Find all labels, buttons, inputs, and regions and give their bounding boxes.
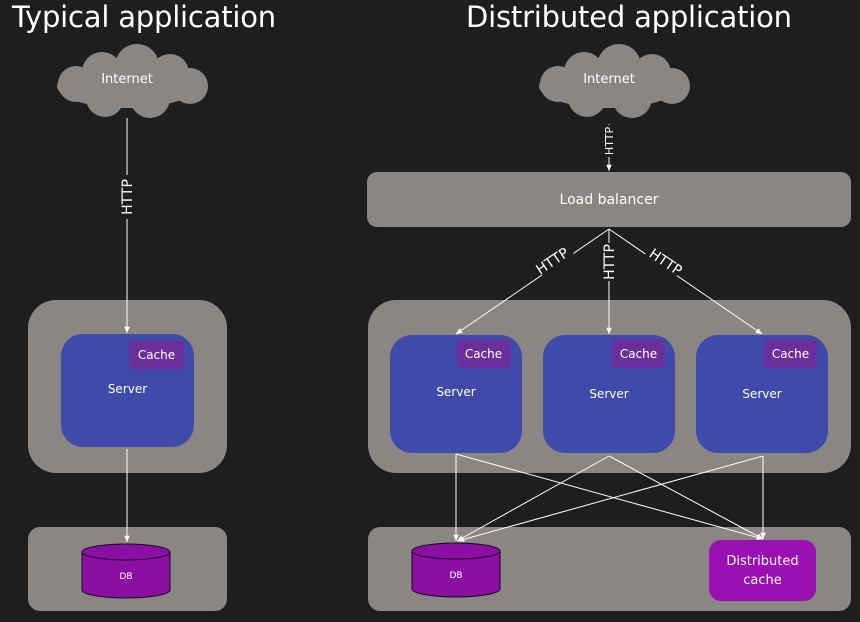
- distributed-server-3: Server Cache: [696, 335, 828, 453]
- distributed-cache: Distributed cache: [709, 540, 816, 601]
- distributed-cache-line2: cache: [743, 572, 782, 588]
- server-3-cache: Cache: [764, 340, 817, 368]
- typical-server-cache: Cache: [129, 341, 184, 369]
- server-1-label: Server: [436, 385, 476, 399]
- lb-to-server-3-arrow: [608, 228, 763, 335]
- typical-server-label: Server: [107, 382, 148, 396]
- server-2-cache-label: Cache: [619, 347, 658, 361]
- distributed-server-2: Server Cache: [543, 335, 675, 453]
- load-balancer-label: Load balancer: [559, 191, 659, 208]
- server-1-cache: Cache: [457, 340, 510, 368]
- typical-db-cylinder-icon: [81, 543, 171, 599]
- distributed-server-1: Server Cache: [390, 335, 522, 453]
- distributed-http-top-label: HTTP: [603, 127, 616, 156]
- distributed-db-label: DB: [449, 571, 463, 581]
- typical-db-label: DB: [119, 572, 133, 582]
- typical-internet-cloud-icon: [57, 44, 208, 118]
- typical-application-title: Typical application: [12, 0, 276, 34]
- server-3-label: Server: [742, 387, 782, 401]
- distributed-db-cylinder-icon: [411, 542, 501, 598]
- servers-to-storage-arrows: [453, 453, 766, 543]
- distributed-internet-cloud-icon: [539, 44, 690, 118]
- distributed-internet-label: Internet: [583, 72, 635, 87]
- typical-cache-label: Cache: [137, 348, 176, 362]
- load-balancer: Load balancer: [367, 172, 851, 227]
- typical-server: Server Cache: [61, 334, 194, 447]
- distributed-http-mid-label: HTTP: [602, 244, 618, 280]
- server-2-cache: Cache: [612, 340, 665, 368]
- lb-to-server-1-arrow: [455, 228, 610, 335]
- typical-internet-label: Internet: [101, 72, 153, 87]
- server-2-label: Server: [589, 387, 629, 401]
- server-3-cache-label: Cache: [771, 347, 810, 361]
- distributed-application-title: Distributed application: [466, 0, 792, 34]
- server-1-cache-label: Cache: [464, 347, 503, 361]
- distributed-cache-line1: Distributed: [726, 553, 799, 569]
- typical-http-label: HTTP: [120, 179, 136, 215]
